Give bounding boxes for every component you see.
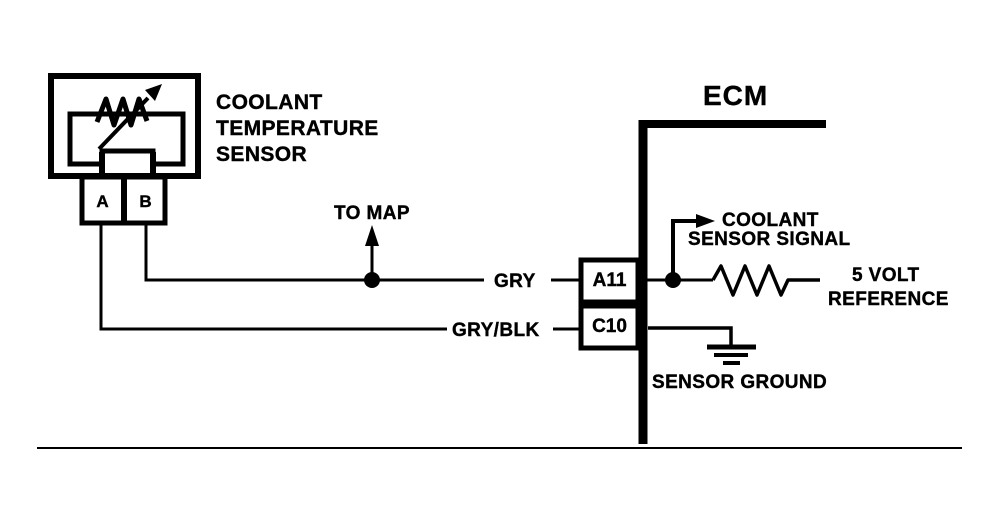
sensor-label-line3: SENSOR bbox=[216, 143, 308, 166]
sensor-label-line2: TEMPERATURE bbox=[216, 117, 379, 140]
sensor-housing bbox=[48, 73, 201, 179]
wire-gry-blk bbox=[99, 225, 581, 331]
pin-a11-label: A11 bbox=[592, 270, 627, 291]
gry-wire-label: GRY bbox=[494, 271, 536, 292]
sensor-ground-label: SENSOR GROUND bbox=[652, 372, 828, 393]
reference-label-line2: REFERENCE bbox=[828, 289, 949, 310]
signal-label-line2: SENSOR SIGNAL bbox=[688, 229, 851, 250]
to-map-branch bbox=[364, 225, 380, 288]
resistor-icon bbox=[711, 264, 820, 297]
terminal-block bbox=[79, 174, 168, 226]
ecm-title: ECM bbox=[703, 80, 769, 111]
signal-label-line1: COOLANT bbox=[722, 210, 819, 231]
to-map-label: TO MAP bbox=[334, 203, 410, 224]
ecm-boundary bbox=[638, 120, 826, 444]
gry-blk-wire-label: GRY/BLK bbox=[452, 320, 540, 341]
signal-tap bbox=[640, 214, 715, 288]
ground-symbol bbox=[648, 326, 756, 365]
pin-box-outlines bbox=[578, 257, 641, 351]
sensor-label: COOLANT TEMPERATURE SENSOR bbox=[216, 90, 379, 168]
thermistor-icon bbox=[94, 84, 162, 151]
terminal-b-label: B bbox=[139, 191, 152, 211]
pin-c10-label: C10 bbox=[592, 316, 627, 337]
sensor-label-line1: COOLANT bbox=[216, 91, 323, 114]
terminal-a-label: A bbox=[96, 191, 109, 211]
reference-label-line1: 5 VOLT bbox=[852, 265, 920, 286]
